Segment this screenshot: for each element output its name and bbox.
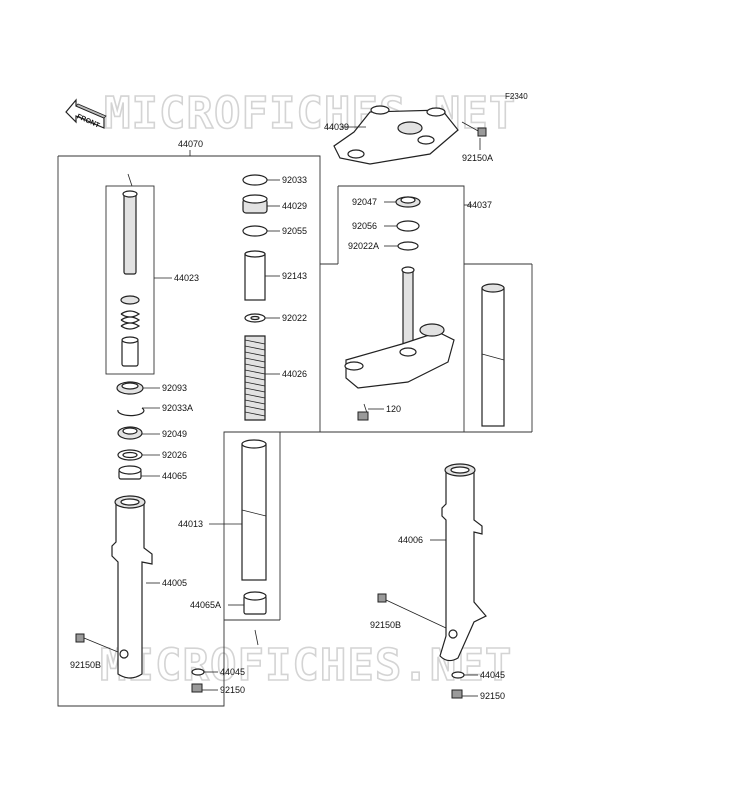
upper-bracket — [333, 105, 459, 165]
part-label-44070: 44070 — [178, 139, 203, 149]
part-label-92150B-right: 92150B — [370, 620, 401, 630]
part-label-92150A: 92150A — [462, 153, 493, 163]
part-label-92056: 92056 — [352, 221, 377, 231]
bolt-92150B-left — [75, 633, 119, 653]
outer-tube-left — [111, 495, 153, 679]
bolt-120 — [357, 403, 369, 421]
part-label-44005: 44005 — [162, 578, 187, 588]
bolt-92150A — [461, 121, 487, 137]
part-label-44065: 44065 — [162, 471, 187, 481]
subassembly-frame-44037 — [320, 185, 465, 433]
assembly-frame-left — [57, 155, 321, 707]
part-label-92026: 92026 — [162, 450, 187, 460]
outer-tube-right — [439, 463, 487, 662]
part-label-44023: 44023 — [174, 273, 199, 283]
part-label-92049: 92049 — [162, 429, 187, 439]
part-label-92150-right: 92150 — [480, 691, 505, 701]
part-label-44013: 44013 — [178, 519, 203, 529]
front-arrow-icon: FRONT — [65, 98, 107, 130]
steering-stem — [344, 266, 455, 389]
part-label-92150-left: 92150 — [220, 685, 245, 695]
diagram-code: F2340 — [505, 92, 528, 101]
part-label-92150B-left: 92150B — [70, 660, 101, 670]
part-label-44045-left: 44045 — [220, 667, 245, 677]
inner-tube-right — [481, 283, 505, 427]
part-label-92093: 92093 — [162, 383, 187, 393]
part-label-44026: 44026 — [282, 369, 307, 379]
part-label-92022: 92022 — [282, 313, 307, 323]
part-label-92047: 92047 — [352, 197, 377, 207]
fork-spring — [244, 335, 266, 421]
subassembly-frame-44023 — [105, 185, 155, 375]
part-label-44065A: 44065A — [190, 600, 221, 610]
bolt-92150B-right — [377, 593, 447, 629]
part-label-92022A: 92022A — [348, 241, 379, 251]
part-label-92033: 92033 — [282, 175, 307, 185]
part-label-92143: 92143 — [282, 271, 307, 281]
part-label-44045-right: 44045 — [480, 670, 505, 680]
part-label-120: 120 — [386, 404, 401, 414]
part-label-92055: 92055 — [282, 226, 307, 236]
part-label-92033A: 92033A — [162, 403, 193, 413]
part-label-44037: 44037 — [467, 200, 492, 210]
part-label-44029: 44029 — [282, 201, 307, 211]
part-label-44039: 44039 — [324, 122, 349, 132]
part-label-44006: 44006 — [398, 535, 423, 545]
